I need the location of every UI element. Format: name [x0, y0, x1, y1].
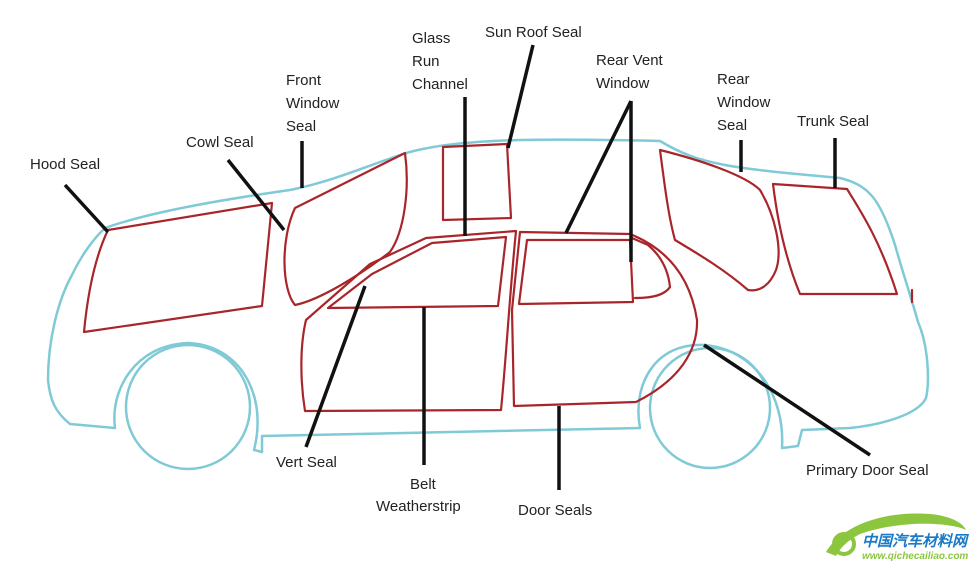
label-sun-roof-seal: Sun Roof Seal [485, 24, 582, 41]
label-trunk-seal: Trunk Seal [797, 113, 869, 130]
front-door-window-seal [326, 235, 508, 310]
sun-roof-seal-outline [441, 142, 513, 222]
label-hood-seal: Hood Seal [30, 156, 100, 173]
label-front-window-seal: Front Window Seal [286, 72, 344, 135]
leader-primary-door-seal [703, 343, 871, 457]
seal-outlines [82, 142, 914, 413]
label-belt-weatherstrip: Belt Weatherstrip [376, 476, 461, 515]
leader-vert-seal [304, 285, 367, 448]
car-body [46, 138, 930, 471]
watermark-text: 中国汽车材料网 [862, 532, 970, 550]
rear-wheel [648, 346, 772, 470]
label-glass-run-channel: Glass Run Channel [412, 30, 468, 93]
label-door-seals: Door Seals [518, 502, 592, 519]
watermark-logo: 中国汽车材料网 www.qichecailiao.com [826, 513, 970, 562]
watermark-url: www.qichecailiao.com [862, 551, 968, 562]
leader-hood-seal [63, 183, 110, 234]
trunk-seal-outline [771, 182, 899, 296]
label-rear-window-seal: Rear Window Seal [717, 71, 775, 134]
rear-vent-window-seal [517, 238, 635, 306]
label-cowl-seal: Cowl Seal [186, 134, 254, 151]
rear-quarter-window-seal [630, 236, 672, 300]
leader-sun-roof-seal [506, 44, 535, 149]
car-body-outline [46, 138, 930, 454]
label-rear-vent-window: Rear Vent Window [596, 52, 667, 92]
leader-cowl-seal [226, 158, 286, 232]
label-primary-door-seal: Primary Door Seal [806, 462, 929, 479]
front-wheel [124, 343, 252, 471]
label-vert-seal: Vert Seal [276, 454, 337, 471]
front-window-seal-outline [283, 151, 408, 307]
callout-labels: Hood Seal Cowl Seal Front Window Seal Gl… [30, 24, 929, 519]
logo-swoosh-icon [826, 513, 966, 556]
hood-seal-outline [82, 201, 274, 334]
front-door-seal-outline [300, 229, 518, 413]
rear-window-seal-outline [658, 148, 780, 292]
logo-ring-icon [832, 532, 856, 556]
rear-door-seal-outline [510, 230, 699, 408]
leader-lines [63, 44, 871, 490]
leader-rear-vent-window-a [564, 100, 633, 234]
